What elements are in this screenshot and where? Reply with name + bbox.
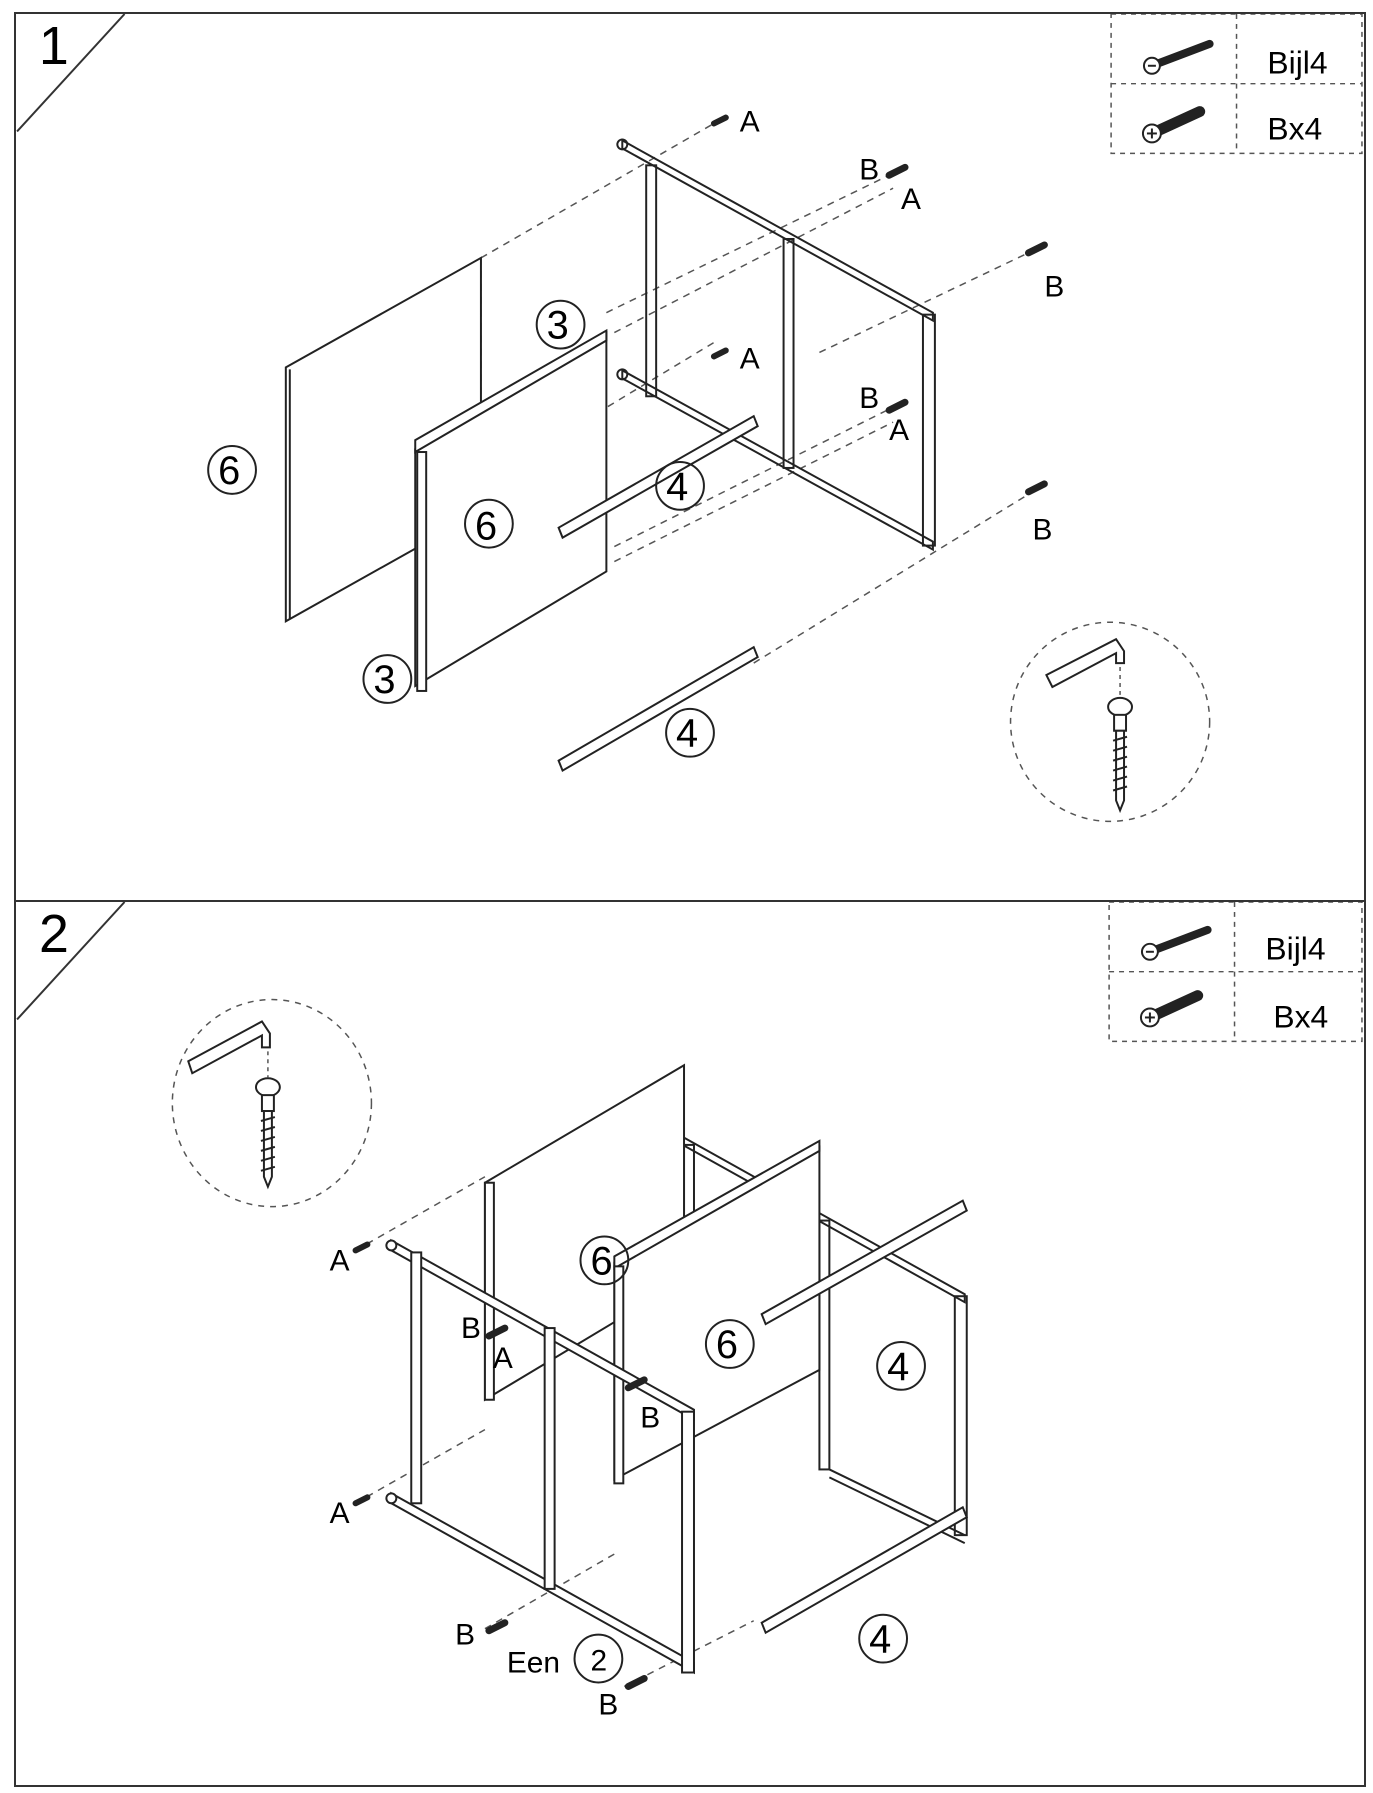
- rail-4-bottom: [557, 645, 759, 773]
- step-1-panel: 1 Bijl4 Bx4: [14, 12, 1366, 902]
- hardware-label-b4: B: [1032, 514, 1052, 547]
- rear-frame: [616, 138, 936, 552]
- part-callout-3-top: 3: [547, 304, 569, 348]
- step-2-illustration: 2 Bijl4 Bx4: [16, 902, 1363, 1721]
- hardware-label-b3: B: [455, 1619, 475, 1652]
- part-callout-6-front: 6: [716, 1323, 738, 1367]
- part-callout-6-back: 6: [218, 449, 240, 493]
- part-callout-2: 2: [590, 1645, 607, 1678]
- rail-3-leg: [416, 451, 428, 692]
- part-callout-6-front: 6: [475, 505, 497, 549]
- hardware-label-a2: A: [901, 183, 921, 216]
- hardware-label-a3: A: [740, 342, 760, 375]
- part-callout-4-middle: 4: [666, 465, 688, 509]
- rail-3-top: [414, 328, 608, 454]
- step-number: 1: [39, 16, 69, 76]
- hardware-label-b2: B: [1044, 271, 1064, 304]
- parts-table: [1108, 902, 1363, 1043]
- long-bolt-icon: [1142, 930, 1208, 960]
- front-frame: [385, 1238, 695, 1675]
- rail-4-right: [760, 1199, 968, 1326]
- parts-list-item-1: Bijl4: [1267, 45, 1327, 81]
- hardware-label-b4: B: [598, 1688, 618, 1721]
- hardware-label-b1: B: [859, 153, 879, 186]
- part-callout-circles: [573, 1235, 926, 1684]
- hardware-label-a3: A: [330, 1497, 350, 1530]
- hardware-label-a2: A: [493, 1342, 513, 1375]
- hardware-bolts: [352, 1241, 648, 1690]
- part-callout-4-right: 4: [887, 1345, 909, 1389]
- hardware-label-a1: A: [740, 105, 760, 138]
- hardware-label-b3: B: [859, 382, 879, 415]
- short-bolt-icon: [1141, 996, 1198, 1027]
- step-2-panel: 2 Bijl4 Bx4: [14, 900, 1366, 1787]
- hardware-label-a4: A: [889, 414, 909, 447]
- hardware-label-b2: B: [640, 1402, 660, 1435]
- step-1-illustration: 1 Bijl4 Bx4: [16, 14, 1363, 823]
- detail-inset-allen-key: [171, 998, 373, 1208]
- step-corner-divider: [16, 14, 126, 133]
- part-callout-6-back: 6: [590, 1239, 612, 1283]
- part-callout-3-bottom: 3: [373, 658, 395, 702]
- parts-list-item-2: Bx4: [1273, 998, 1328, 1034]
- parts-list-item-2: Bx4: [1267, 110, 1322, 146]
- part-callout-4-bottom: 4: [869, 1618, 891, 1662]
- long-bolt-icon: [1144, 44, 1210, 74]
- part-callout-4-bottom: 4: [676, 712, 698, 756]
- hardware-label-a1: A: [330, 1244, 350, 1277]
- parts-table: [1110, 14, 1363, 155]
- part-callout-circles: [207, 299, 715, 758]
- hardware-bolts: [710, 114, 1048, 496]
- step-number: 2: [39, 904, 69, 964]
- short-bolt-icon: [1143, 112, 1200, 143]
- rail-4-bottom: [760, 1505, 968, 1635]
- hardware-label-b1: B: [461, 1312, 481, 1345]
- parts-list-item-1: Bijl4: [1265, 931, 1325, 967]
- step-corner-divider: [16, 902, 126, 1021]
- assembly-guide-lines: [355, 1176, 755, 1688]
- een-label: Een: [507, 1647, 560, 1680]
- detail-inset-allen-key: [1009, 621, 1211, 823]
